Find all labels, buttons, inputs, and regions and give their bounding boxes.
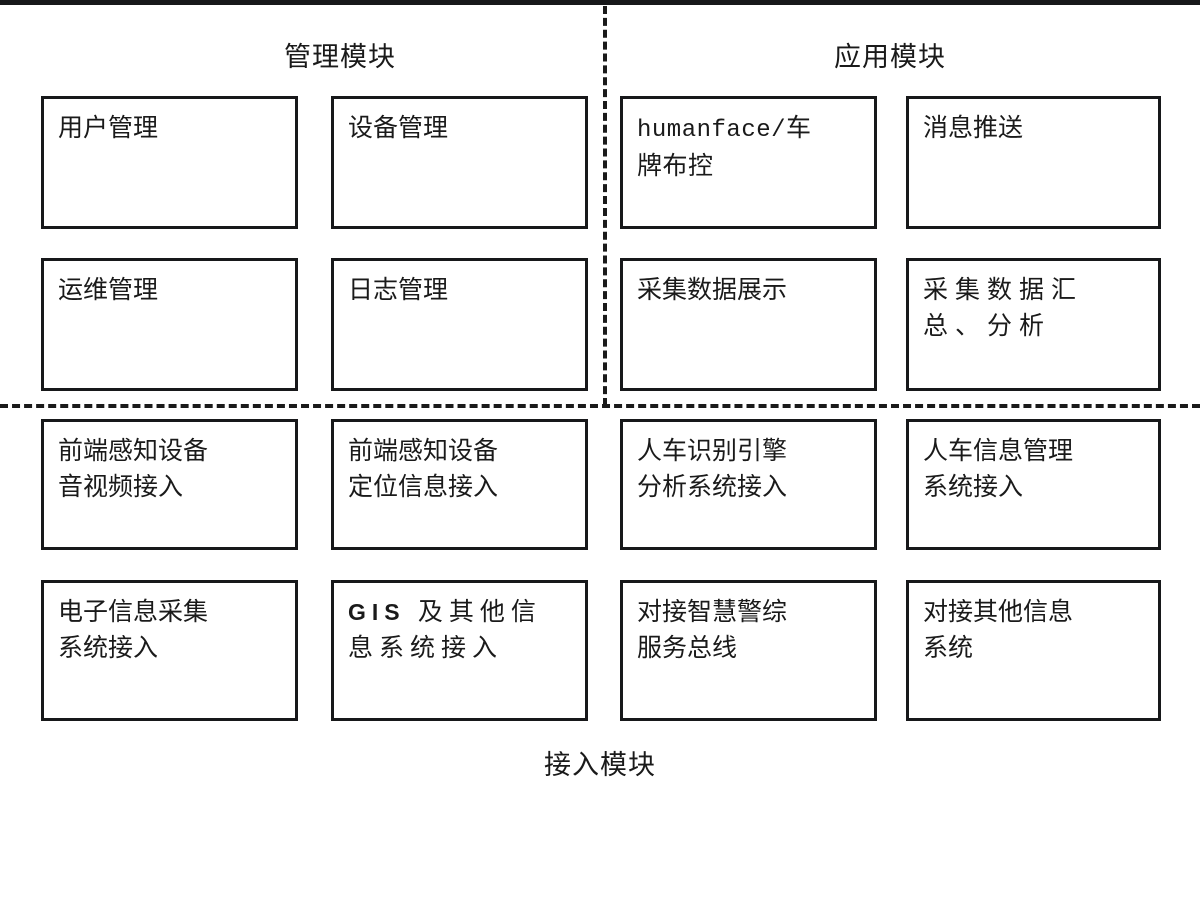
box-ops-management[interactable]: 运维管理 — [41, 258, 298, 391]
box-label: 对接智慧警综 服务总线 — [637, 599, 788, 663]
box-person-vehicle-recognition-engine-access[interactable]: 人车识别引擎 分析系统接入 — [620, 419, 877, 550]
box-label: 人车识别引擎 分析系统接入 — [637, 438, 788, 502]
box-label: 对接其他信息 系统 — [923, 599, 1074, 663]
top-border-rule — [0, 0, 1200, 5]
box-label: humanface/车 牌布控 — [637, 111, 860, 187]
box-label-latin: humanface/ — [637, 117, 787, 144]
box-label: 采集数据展示 — [637, 277, 788, 304]
section-label-access: 接入模块 — [544, 750, 656, 780]
box-collected-data-aggregation-analysis[interactable]: 采集数据汇 总、分析 — [906, 258, 1161, 391]
box-user-management[interactable]: 用户管理 — [41, 96, 298, 229]
box-frontend-device-av-access[interactable]: 前端感知设备 音视频接入 — [41, 419, 298, 550]
section-label-management: 管理模块 — [284, 42, 396, 72]
box-message-push[interactable]: 消息推送 — [906, 96, 1161, 229]
box-label: GIS 及其他信 息系统接入 — [348, 595, 571, 668]
box-log-management[interactable]: 日志管理 — [331, 258, 588, 391]
box-device-management[interactable]: 设备管理 — [331, 96, 588, 229]
box-humanface-plate-control[interactable]: humanface/车 牌布控 — [620, 96, 877, 229]
box-label: 消息推送 — [923, 115, 1024, 142]
box-smart-police-service-bus[interactable]: 对接智慧警综 服务总线 — [620, 580, 877, 721]
box-label: 电子信息采集 系统接入 — [58, 599, 209, 663]
box-label-latin: GIS — [348, 599, 406, 625]
box-label: 采集数据汇 总、分析 — [923, 277, 1084, 341]
box-label: 运维管理 — [58, 277, 159, 304]
box-label: 设备管理 — [348, 115, 449, 142]
box-label: 前端感知设备 音视频接入 — [58, 438, 209, 502]
box-label: 人车信息管理 系统接入 — [923, 438, 1074, 502]
box-frontend-device-location-access[interactable]: 前端感知设备 定位信息接入 — [331, 419, 588, 550]
box-person-vehicle-info-management-access[interactable]: 人车信息管理 系统接入 — [906, 419, 1161, 550]
vertical-dashed-divider — [603, 6, 607, 406]
box-label: 用户管理 — [58, 115, 159, 142]
box-label-cjk: 及其他信 息系统接入 — [348, 599, 542, 663]
box-other-info-systems[interactable]: 对接其他信息 系统 — [906, 580, 1161, 721]
section-label-application: 应用模块 — [834, 42, 946, 72]
box-collected-data-display[interactable]: 采集数据展示 — [620, 258, 877, 391]
box-label: 前端感知设备 定位信息接入 — [348, 438, 499, 502]
box-label-cjk: 车 牌布控 — [637, 115, 812, 180]
box-electronic-info-collection-access[interactable]: 电子信息采集 系统接入 — [41, 580, 298, 721]
horizontal-dashed-divider — [0, 404, 1200, 408]
box-label: 日志管理 — [348, 277, 449, 304]
box-gis-other-info-system-access[interactable]: GIS 及其他信 息系统接入 — [331, 580, 588, 721]
